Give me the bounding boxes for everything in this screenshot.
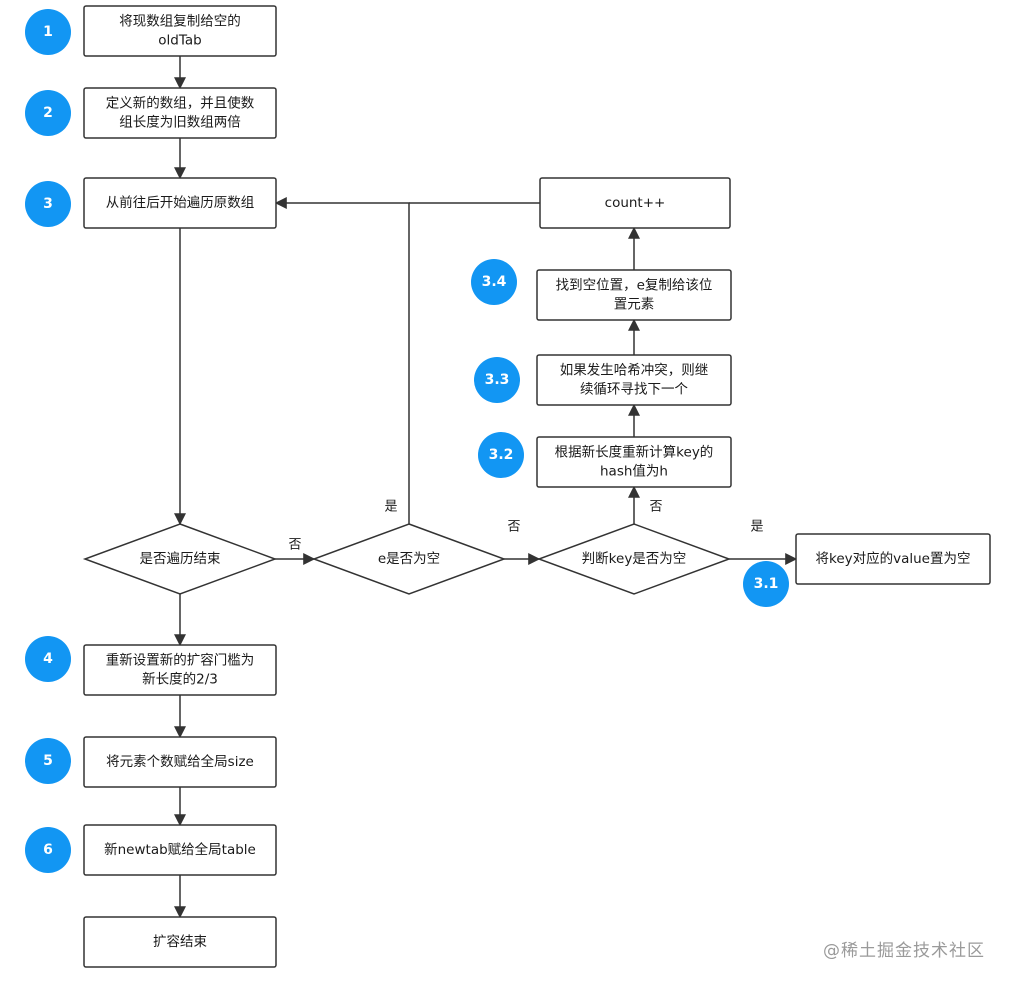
badge-number: 2 (43, 105, 53, 121)
edge-enull-yes (274, 197, 410, 524)
badge-circle (25, 90, 71, 136)
badge-number: 3.2 (489, 447, 514, 463)
badge-circle (25, 827, 71, 873)
badge-circle (25, 181, 71, 227)
node-box (83, 736, 277, 788)
node-decision-key-null: 判断key是否为空 (536, 523, 732, 595)
badge-circle (471, 259, 517, 305)
node-label: count++ (605, 195, 666, 211)
node-label: oldTab (158, 33, 201, 49)
node-label: 将现数组复制给空的 (119, 13, 241, 30)
node-box (536, 354, 732, 406)
badge-number: 3.1 (754, 576, 779, 592)
node-label: 如果发生哈希冲突，则继 (560, 363, 709, 379)
node-label: 新长度的2/3 (142, 672, 218, 688)
node-box (83, 177, 277, 229)
node-label: 将元素个数赋给全局size (106, 753, 254, 770)
node-box (83, 916, 277, 968)
decision-diamond (82, 523, 278, 595)
badge-number: 5 (43, 753, 53, 769)
node-count: count++ (539, 177, 731, 229)
watermark: @稀土掘金技术社区 (823, 941, 985, 961)
edge-label-yes-key-null: 是 (750, 520, 763, 535)
node-label: hash值为h (600, 464, 668, 480)
edge-label-no-e-null: 否 (507, 520, 520, 535)
badge-circle (478, 432, 524, 478)
node-box (539, 177, 731, 229)
badge-number: 6 (43, 842, 53, 858)
step-badge-5: 5 (25, 738, 71, 784)
node-label: 扩容结束 (153, 933, 207, 950)
step-badge-32: 3.2 (478, 432, 524, 478)
badge-circle (25, 636, 71, 682)
badge-circle (474, 357, 520, 403)
node-box (83, 87, 277, 139)
node-decision-end: 是否遍历结束 (82, 523, 278, 595)
decision-diamond (536, 523, 732, 595)
node-box (83, 824, 277, 876)
edge-label-yes-e-null: 是 (384, 500, 397, 515)
edge-labels: 否是否是否 (288, 500, 763, 553)
edge-label-no-key-null: 否 (649, 500, 662, 515)
nodes: 将现数组复制给空的oldTab定义新的数组，并且使数组长度为旧数组两倍从前往后开… (82, 5, 991, 968)
node-box (795, 533, 991, 585)
badge-number: 3 (43, 196, 53, 212)
node-label: 判断key是否为空 (582, 551, 687, 567)
node-box (83, 5, 277, 57)
node-label: 置元素 (614, 297, 655, 313)
step-badge-33: 3.3 (474, 357, 520, 403)
decision-diamond (311, 523, 507, 595)
step-badges: 1 2 3 4 5 6 3.1 3.2 3.3 3.4 (25, 9, 789, 873)
step-badge-3: 3 (25, 181, 71, 227)
badge-number: 3.3 (485, 372, 510, 388)
node-box (536, 436, 732, 488)
node-label: 定义新的数组，并且使数 (106, 95, 255, 112)
step-badge-31: 3.1 (743, 561, 789, 607)
node-end: 扩容结束 (83, 916, 277, 968)
badge-circle (25, 738, 71, 784)
node-label: 新newtab赋给全局table (104, 841, 256, 858)
node-decision-e-null: e是否为空 (311, 523, 507, 595)
node-box (83, 644, 277, 696)
badge-circle (743, 561, 789, 607)
node-box (536, 269, 732, 321)
node-step6: 新newtab赋给全局table (83, 824, 277, 876)
node-label: e是否为空 (378, 551, 440, 567)
node-label: 将key对应的value置为空 (815, 550, 970, 567)
node-step1: 将现数组复制给空的 oldTab (83, 5, 277, 57)
node-step3-2: 根据新长度重新计算key的 hash值为h (536, 436, 732, 488)
badge-circle (25, 9, 71, 55)
node-label: 续循环寻找下一个 (580, 382, 688, 398)
badge-number: 4 (43, 651, 53, 667)
badge-number: 3.4 (482, 274, 507, 290)
node-label: 根据新长度重新计算key的 (555, 445, 714, 461)
step-badge-4: 4 (25, 636, 71, 682)
node-label: 找到空位置，e复制给该位 (556, 277, 713, 294)
node-step3: 从前往后开始遍历原数组 (83, 177, 277, 229)
edges (174, 56, 798, 919)
node-label: 重新设置新的扩容门槛为 (106, 652, 255, 669)
edge-label-no-after-end: 否 (288, 538, 301, 553)
step-badge-6: 6 (25, 827, 71, 873)
node-label: 是否遍历结束 (140, 551, 221, 567)
node-label: 从前往后开始遍历原数组 (106, 194, 255, 211)
badge-number: 1 (43, 24, 53, 40)
node-step5: 将元素个数赋给全局size (83, 736, 277, 788)
step-badge-1: 1 (25, 9, 71, 55)
step-badge-34: 3.4 (471, 259, 517, 305)
node-label: 组长度为旧数组两倍 (119, 115, 241, 131)
node-step3-1: 将key对应的value置为空 (795, 533, 991, 585)
step-badge-2: 2 (25, 90, 71, 136)
